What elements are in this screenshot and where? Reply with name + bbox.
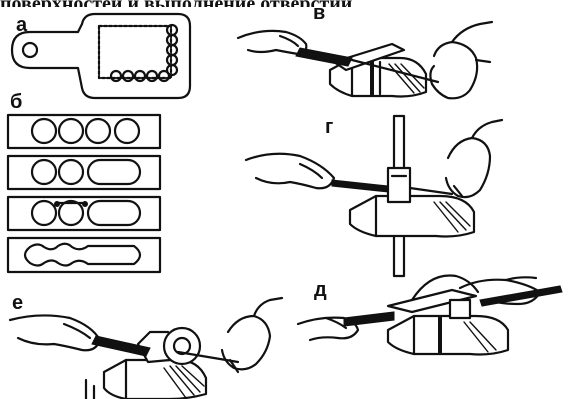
crossbar-right (410, 188, 452, 194)
panel-g-label: г (325, 116, 333, 138)
right-hand (430, 42, 477, 98)
panel-v-label: в (313, 2, 325, 24)
left-hand (246, 154, 334, 189)
panel-b-label: б (10, 91, 22, 113)
plate-stage-1 (8, 115, 160, 148)
panel-v: в (238, 2, 492, 98)
support-block (350, 196, 474, 237)
left-hand (238, 31, 306, 54)
plate-stage-4 (8, 238, 160, 272)
right-hand (446, 138, 490, 197)
panel-a: а (12, 14, 190, 98)
cut-off-caption-text: поверхностей и выполнение отверстий (0, 0, 352, 15)
file-blade (344, 312, 394, 326)
plate-stage-3 (8, 197, 160, 230)
mounting-hole (23, 43, 37, 57)
support-block (104, 360, 206, 399)
panel-d-label: д (314, 279, 327, 301)
panel-e: е (10, 292, 282, 399)
plate-stage-2 (8, 156, 160, 189)
panel-b: б (8, 91, 160, 272)
hole-chain (111, 25, 177, 81)
template-window (99, 26, 171, 78)
rod-clamp (388, 168, 410, 202)
support-block (388, 316, 508, 355)
plate-outline (8, 238, 160, 272)
cut-off-caption: поверхностей и выполнение отверстий (0, 0, 352, 15)
panel-d: д (298, 276, 562, 355)
small-clamp (450, 300, 470, 318)
round-clamp (164, 328, 200, 364)
panel-e-label: е (12, 292, 23, 314)
panel-g: г (246, 116, 502, 276)
left-hand (298, 318, 358, 340)
left-hand (10, 315, 100, 350)
crossbar-left (332, 180, 388, 192)
file-blade (92, 336, 150, 356)
